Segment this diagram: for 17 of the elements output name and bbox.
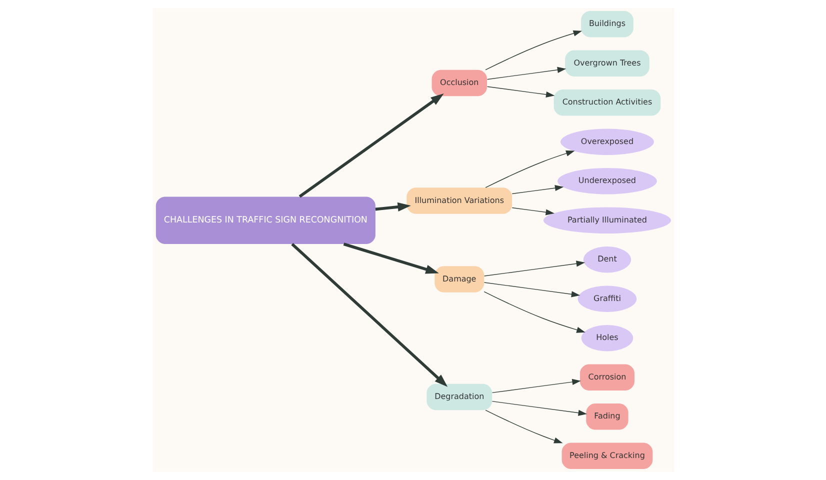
arrow <box>511 184 564 194</box>
arrow <box>342 242 438 274</box>
arrow <box>511 207 554 216</box>
arrow <box>491 378 580 394</box>
arrow <box>491 400 587 416</box>
arrow <box>484 410 562 444</box>
arrow <box>290 242 448 387</box>
arrow <box>298 94 444 198</box>
node-box: CHALLENGES IN TRAFFIC SIGN RECONGNITION <box>155 196 375 244</box>
arrow <box>484 150 574 188</box>
arrow <box>486 66 566 80</box>
arrow <box>483 291 585 333</box>
arrow <box>483 260 585 276</box>
arrow <box>484 30 582 70</box>
arrow <box>486 86 554 98</box>
arrow <box>483 282 580 298</box>
arrow <box>374 202 410 212</box>
